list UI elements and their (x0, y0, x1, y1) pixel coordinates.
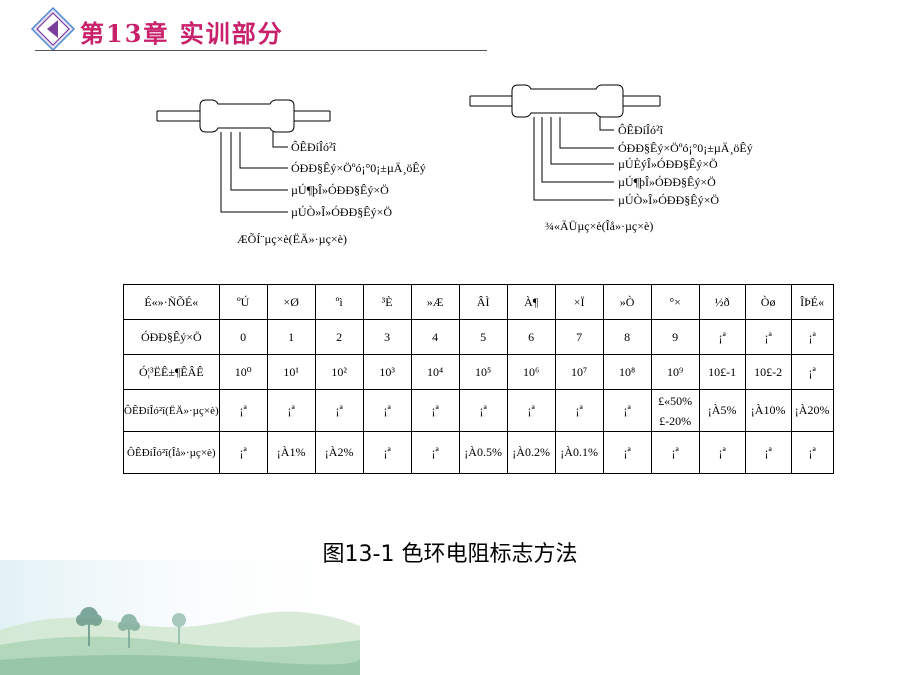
table-cell: ¡ª (266, 389, 316, 432)
landscape-decoration (0, 560, 360, 675)
table-cell: 10⁶ (506, 354, 556, 390)
figure-caption: 图13-1 色环电阻标志方法 (322, 542, 578, 567)
table-cell: ¡ª (410, 389, 460, 432)
left-diagram-caption: ÆÕÍ¨µç×è(ËÄ»·µç×è) (237, 232, 347, 246)
color-code-table: É«»·ÑÕÉ« ºÚ ×Ø ºì ³È »Æ ÂÌ À¶ ×Ï »Ò °× ½… (123, 284, 834, 474)
table-cell: ¡À0.2% (506, 431, 556, 474)
table-header-cell: °× (650, 284, 700, 320)
table-header-cell: É«»·ÑÕÉ« (123, 284, 220, 320)
table-cell: ¡ª (506, 389, 556, 432)
table-cell: ¡ª (698, 319, 746, 355)
table-row-label: Ó¦³ËÊ±¶ÊÂÊ (123, 354, 220, 390)
left-label-tolerance: ÔÊÐíÎó²î (291, 140, 337, 154)
left-label-first-digit: µÚÒ»Î»ÓÐÐ§Êý×Ö (291, 205, 392, 219)
table-row: ÔÊÐíÎó²î(Îå»·µç×è) ¡ª ¡À1% ¡À2% ¡ª ¡ª ¡À… (123, 431, 834, 474)
table-row-label: ÔÊÐíÎó²î(Îå»·µç×è) (123, 431, 220, 474)
table-cell: ¡ª (362, 389, 412, 432)
table-cell: 3 (362, 319, 412, 355)
table-header-cell: ºÚ (218, 284, 268, 320)
table-cell: ¡À2% (314, 431, 364, 474)
table-cell: ¡À0.5% (458, 431, 508, 474)
table-cell: ¡ª (790, 319, 834, 355)
table-cell: 10⁰ (218, 354, 268, 390)
table-header-cell: ×Ï (554, 284, 604, 320)
table-cell: 7 (554, 319, 604, 355)
table-cell: 9 (650, 319, 700, 355)
table-header-cell: Òø (744, 284, 792, 320)
table-header-cell: ÎÞÉ« (790, 284, 834, 320)
table-cell: 10⁵ (458, 354, 508, 390)
table-cell: ¡ª (744, 431, 792, 474)
table-cell: 10£-1 (698, 354, 746, 390)
table-cell: 10⁴ (410, 354, 460, 390)
five-band-resistor: ÔÊÐíÎó²î ÓÐÐ§Êý×Öºó¡°0¡±µÄ¸öÊý µÚÈýÎ»ÓÐÐ… (469, 84, 753, 233)
table-cell: ¡ª (602, 389, 652, 432)
tree-icon (172, 613, 186, 644)
table-cell: ¡À10% (744, 389, 792, 432)
table-cell: ¡À1% (266, 431, 316, 474)
table-row: ÔÊÐíÎó²î(ËÄ»·µç×è) ¡ª ¡ª ¡ª ¡ª ¡ª ¡ª ¡ª … (123, 389, 834, 432)
right-label-multiplier: ÓÐÐ§Êý×Öºó¡°0¡±µÄ¸öÊý (618, 141, 753, 155)
table-cell: 8 (602, 319, 652, 355)
table-cell: ¡À5% (698, 389, 746, 432)
table-cell: ¡ª (650, 431, 700, 474)
table-header-cell: »Ò (602, 284, 652, 320)
table-cell: 10⁷ (554, 354, 604, 390)
four-band-resistor: ÔÊÐíÎó²î ÓÐÐ§Êý×Öºó¡°0¡±µÄ¸öÊý µÚ¶þÎ»ÓÐÐ… (156, 99, 426, 246)
table-row-label: ÔÊÐíÎó²î(ËÄ»·µç×è) (123, 389, 220, 432)
table-cell: 10³ (362, 354, 412, 390)
table-header-cell: ×Ø (266, 284, 316, 320)
right-diagram-caption: ¾«ÃÜµç×è(Îå»·µç×è) (545, 219, 653, 233)
table-header-row: É«»·ÑÕÉ« ºÚ ×Ø ºì ³È »Æ ÂÌ À¶ ×Ï »Ò °× ½… (123, 284, 834, 320)
table-cell: ¡À0.1% (554, 431, 604, 474)
table-cell: 10² (314, 354, 364, 390)
table-cell: ¡ª (744, 319, 792, 355)
table-cell: ¡ª (218, 431, 268, 474)
table-header-cell: »Æ (410, 284, 460, 320)
table-cell: ¡ª (790, 431, 834, 474)
table-cell: 0 (218, 319, 268, 355)
back-arrow-icon[interactable] (30, 6, 76, 52)
table-cell: 5 (458, 319, 508, 355)
title-divider (35, 50, 487, 51)
table-header-cell: À¶ (506, 284, 556, 320)
table-cell: £«50% £-20% (650, 389, 700, 432)
table-header-cell: ÂÌ (458, 284, 508, 320)
table-header-cell: ½ð (698, 284, 746, 320)
table-header-cell: ºì (314, 284, 364, 320)
table-row: Ó¦³ËÊ±¶ÊÂÊ 10⁰ 10¹ 10² 10³ 10⁴ 10⁵ 10⁶ 1… (123, 354, 834, 390)
table-cell: ¡ª (554, 389, 604, 432)
left-label-multiplier: ÓÐÐ§Êý×Öºó¡°0¡±µÄ¸öÊý (291, 161, 426, 175)
table-cell: 1 (266, 319, 316, 355)
right-label-first-digit: µÚÒ»Î»ÓÐÐ§Êý×Ö (618, 193, 719, 207)
table-header-cell: ³È (362, 284, 412, 320)
table-row: ÓÐÐ§Êý×Ö 0 1 2 3 4 5 6 7 8 9 ¡ª ¡ª ¡ª (123, 319, 834, 355)
table-cell: ¡ª (790, 354, 834, 390)
table-cell: ¡À20% (790, 389, 834, 432)
page-title: 第13章 实训部分 (80, 19, 284, 48)
table-cell: 6 (506, 319, 556, 355)
resistor-diagram: ÔÊÐíÎó²î ÓÐÐ§Êý×Öºó¡°0¡±µÄ¸öÊý µÚ¶þÎ»ÓÐÐ… (156, 84, 753, 246)
table-cell: ¡ª (218, 389, 268, 432)
table-cell: ¡ª (362, 431, 412, 474)
tree-icon (118, 614, 140, 648)
table-cell: 10£-2 (744, 354, 792, 390)
table-cell: 10⁹ (650, 354, 700, 390)
table-cell: ¡ª (314, 389, 364, 432)
table-cell: ¡ª (698, 431, 746, 474)
right-label-third-digit: µÚÈýÎ»ÓÐÐ§Êý×Ö (618, 157, 718, 171)
table-cell: 10¹ (266, 354, 316, 390)
table-cell: 4 (410, 319, 460, 355)
right-label-tolerance: ÔÊÐíÎó²î (618, 123, 664, 137)
table-cell: ¡ª (602, 431, 652, 474)
left-label-second-digit: µÚ¶þÎ»ÓÐÐ§Êý×Ö (291, 183, 389, 197)
table-cell: ¡ª (458, 389, 508, 432)
right-label-second-digit: µÚ¶þÎ»ÓÐÐ§Êý×Ö (618, 175, 716, 189)
table-cell: 10⁸ (602, 354, 652, 390)
table-cell: 2 (314, 319, 364, 355)
tree-icon (76, 607, 102, 646)
table-cell: ¡ª (410, 431, 460, 474)
table-row-label: ÓÐÐ§Êý×Ö (123, 319, 220, 355)
